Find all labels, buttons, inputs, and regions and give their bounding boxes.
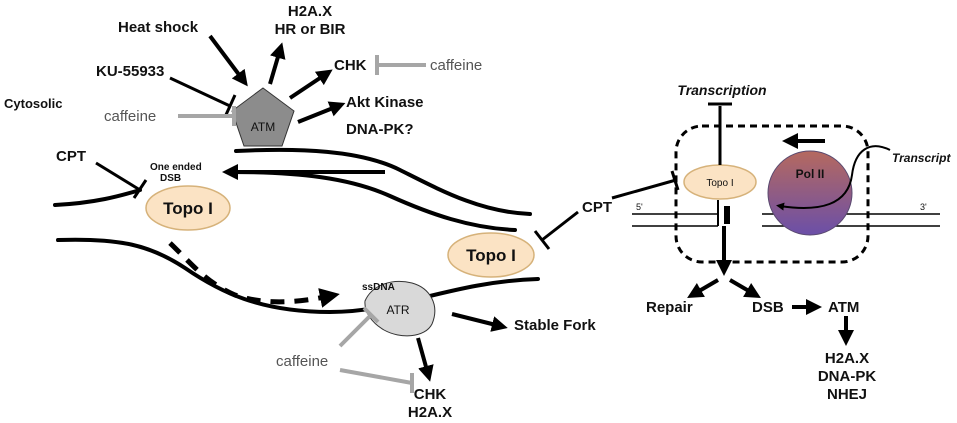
atr-to-chk-arrow (416, 337, 434, 382)
cpt-mid-inhibition (541, 210, 579, 242)
ku55933-inhibition (169, 76, 231, 108)
lower-dna-strand (56, 237, 540, 315)
topo-left-label: Topo I (163, 199, 213, 218)
cpt-right-inhibition (611, 178, 677, 200)
nhej-label: NHEJ (827, 386, 867, 403)
ssdna-label: ssDNA (362, 282, 395, 293)
atr-kinase-label: ATR (386, 303, 409, 317)
atm-to-akt-arrow (297, 101, 346, 124)
chk-top-label: CHK (334, 57, 367, 74)
transcription-label: Transcription (677, 82, 766, 98)
h2ax-top-label: H2A.X (288, 3, 332, 20)
three-prime-label: 3' (920, 202, 927, 212)
dsb-right-label: DSB (752, 299, 784, 316)
h2ax-bottom-label: H2A.X (408, 404, 452, 421)
atr-kinase (364, 280, 436, 337)
heat-shock-label: Heat shock (118, 19, 199, 36)
one-ended-label: One ended (150, 162, 202, 173)
cpt-left-inhibition (95, 161, 141, 192)
transcription-box (674, 124, 870, 264)
to-dsb-arrow (728, 278, 761, 299)
heat-shock-arrow (208, 34, 248, 87)
to-repair-arrow (687, 278, 720, 299)
ku55933-bar (223, 94, 237, 118)
nascent-strand-dashed (168, 241, 340, 308)
cytosolic-label: Cytosolic (4, 96, 63, 111)
atm-right-label: ATM (828, 299, 859, 316)
upper-dna-strand-bottom (53, 188, 142, 207)
atm-to-chk-arrow (288, 69, 333, 100)
transcript-label: Transcript (892, 151, 951, 165)
nick-block (724, 206, 730, 224)
cpt-left-bar (132, 179, 148, 199)
stable-fork-label: Stable Fork (514, 317, 596, 334)
caffeine-atr-inhibition (338, 312, 374, 348)
cpt-left-label: CPT (56, 148, 86, 165)
dna-pk-q-label: DNA-PK? (346, 121, 414, 138)
h2ax-right-label: H2A.X (825, 350, 869, 367)
dna-pk-right-label: DNA-PK (818, 368, 876, 385)
atm-kinase (231, 87, 295, 147)
dsb-small-label: DSB (160, 173, 181, 184)
akt-kinase-label: Akt Kinase (346, 94, 424, 111)
chk-bottom-label: CHK (414, 386, 447, 403)
caffeine-top-left-label: caffeine (104, 108, 156, 125)
pol-ii (767, 150, 853, 236)
topo-right-label: Topo I (706, 178, 733, 189)
cpt-mid-bar (533, 230, 551, 250)
transcript-curve (776, 145, 891, 211)
topo-left (145, 185, 231, 231)
hr-or-bir-label: HR or BIR (275, 21, 346, 38)
caffeine-chk-bottom-inhibition (339, 368, 413, 385)
repair-label: Repair (646, 299, 693, 316)
topo-mid (447, 232, 535, 278)
atm-kinase-label: ATM (251, 120, 275, 134)
pol-ii-label: Pol II (796, 167, 825, 181)
topo-mid-label: Topo I (466, 246, 516, 265)
caffeine-top-right-label: caffeine (430, 57, 482, 74)
five-prime-label: 5' (636, 202, 643, 212)
atm-to-h2ax-arrow (268, 42, 286, 85)
atr-to-stable-fork-arrow (451, 312, 508, 332)
caffeine-bottom-label: caffeine (276, 353, 328, 370)
caffeine-atr-bar (362, 306, 380, 324)
cpt-mid-label: CPT (582, 199, 612, 216)
upper-dna-strand-top (234, 147, 532, 216)
ku55933-label: KU-55933 (96, 63, 164, 80)
